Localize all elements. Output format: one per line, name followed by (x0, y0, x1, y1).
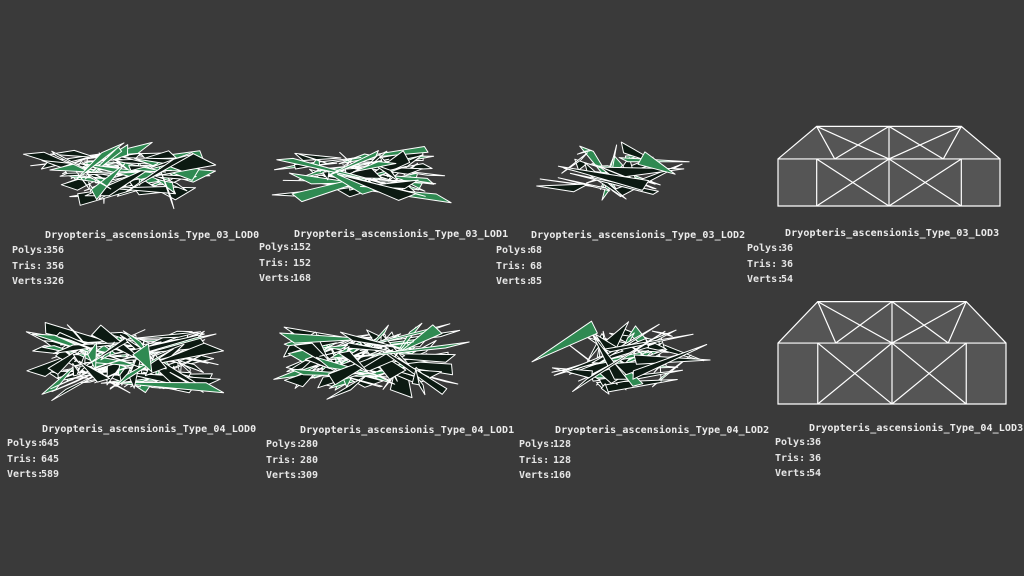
verts-label: Verts: (266, 470, 303, 481)
mesh-type03-lod1[interactable] (255, 118, 470, 213)
model-name-label: Dryopteris_ascensionis_Type_04_LOD1 (300, 425, 515, 436)
model-name-label: Dryopteris_ascensionis_Type_03_LOD2 (531, 230, 746, 241)
box-mesh-wireframe-lod3 (777, 125, 1001, 207)
model-name-label: Dryopteris_ascensionis_Type_03_LOD1 (294, 229, 509, 240)
polys-value: 36 (781, 243, 794, 254)
tris-value: 152 (293, 257, 312, 269)
polys-label: Polys: (12, 245, 49, 256)
tris-value: 128 (553, 454, 572, 466)
verts-value: 309 (300, 470, 319, 481)
tris-value: 356 (46, 260, 65, 272)
model-stats: Polys:68 Tris:68 Verts:85 (496, 243, 542, 290)
box-mesh-wireframe-lod3 (777, 300, 1007, 405)
verts-value: 85 (530, 276, 543, 287)
model-stats: Polys:356 Tris:356 Verts:326 (12, 243, 64, 290)
tris-label: Tris: (266, 454, 297, 466)
mesh-type03-lod3[interactable] (776, 122, 1002, 210)
polys-value: 280 (300, 439, 319, 450)
model-name-label: Dryopteris_ascensionis_Type_04_LOD3 (809, 423, 1024, 434)
verts-value: 326 (46, 276, 65, 287)
fern-mesh-wireframe-lod0 (22, 141, 217, 210)
tris-label: Tris: (519, 454, 550, 466)
verts-label: Verts: (259, 273, 296, 284)
mesh-type04-lod1[interactable] (252, 292, 488, 410)
fern-mesh-wireframe-lod1 (273, 322, 470, 400)
polys-value: 128 (553, 439, 572, 450)
model-name-label: Dryopteris_ascensionis_Type_03_LOD0 (45, 230, 260, 241)
model-stats: Polys:280 Tris:280 Verts:309 (266, 437, 318, 484)
polys-value: 645 (41, 438, 60, 449)
model-stats: Polys:128 Tris:128 Verts:160 (519, 437, 571, 484)
mesh-type04-lod3[interactable] (776, 296, 1008, 408)
verts-value: 168 (293, 273, 312, 284)
polys-value: 356 (46, 245, 65, 256)
tris-label: Tris: (259, 257, 290, 269)
verts-label: Verts: (12, 276, 49, 287)
verts-value: 160 (553, 470, 572, 481)
verts-label: Verts: (519, 470, 556, 481)
model-stats: Polys:36 Tris:36 Verts:54 (775, 435, 821, 482)
verts-value: 54 (809, 468, 822, 479)
model-stats: Polys:152 Tris:152 Verts:168 (259, 240, 311, 287)
verts-value: 54 (781, 274, 794, 285)
tris-label: Tris: (12, 260, 43, 272)
tris-value: 36 (781, 258, 794, 270)
model-stats: Polys:645 Tris:645 Verts:589 (7, 436, 59, 483)
fern-mesh-wireframe-lod2 (531, 320, 711, 395)
polys-label: Polys: (496, 245, 533, 256)
polys-label: Polys: (747, 243, 784, 254)
tris-value: 280 (300, 454, 319, 466)
tris-label: Tris: (747, 258, 778, 270)
polys-label: Polys: (775, 437, 812, 448)
polys-label: Polys: (7, 438, 44, 449)
tris-label: Tris: (775, 452, 806, 464)
tris-value: 68 (530, 260, 543, 272)
model-name-label: Dryopteris_ascensionis_Type_04_LOD0 (42, 424, 257, 435)
polys-label: Polys: (519, 439, 556, 450)
fern-mesh-wireframe-lod2 (536, 141, 690, 201)
polys-value: 36 (809, 437, 822, 448)
fern-mesh-wireframe-lod1 (271, 146, 452, 204)
mesh-type04-lod2[interactable] (510, 292, 742, 404)
verts-label: Verts: (496, 276, 533, 287)
tris-label: Tris: (496, 260, 527, 272)
tris-label: Tris: (7, 453, 38, 465)
model-stats: Polys:36 Tris:36 Verts:54 (747, 241, 793, 288)
polys-value: 68 (530, 245, 543, 256)
verts-label: Verts: (747, 274, 784, 285)
mesh-type04-lod0[interactable] (6, 292, 244, 410)
mesh-type03-lod2[interactable] (512, 120, 727, 210)
mesh-type03-lod0[interactable] (10, 118, 235, 213)
tris-value: 645 (41, 453, 60, 465)
tris-value: 36 (809, 452, 822, 464)
polys-value: 152 (293, 242, 312, 253)
verts-label: Verts: (775, 468, 812, 479)
verts-label: Verts: (7, 469, 44, 480)
model-name-label: Dryopteris_ascensionis_Type_04_LOD2 (555, 425, 770, 436)
verts-value: 589 (41, 469, 60, 480)
fern-mesh-wireframe-lod0 (25, 322, 225, 401)
model-name-label: Dryopteris_ascensionis_Type_03_LOD3 (785, 228, 1000, 239)
polys-label: Polys: (259, 242, 296, 253)
polys-label: Polys: (266, 439, 303, 450)
